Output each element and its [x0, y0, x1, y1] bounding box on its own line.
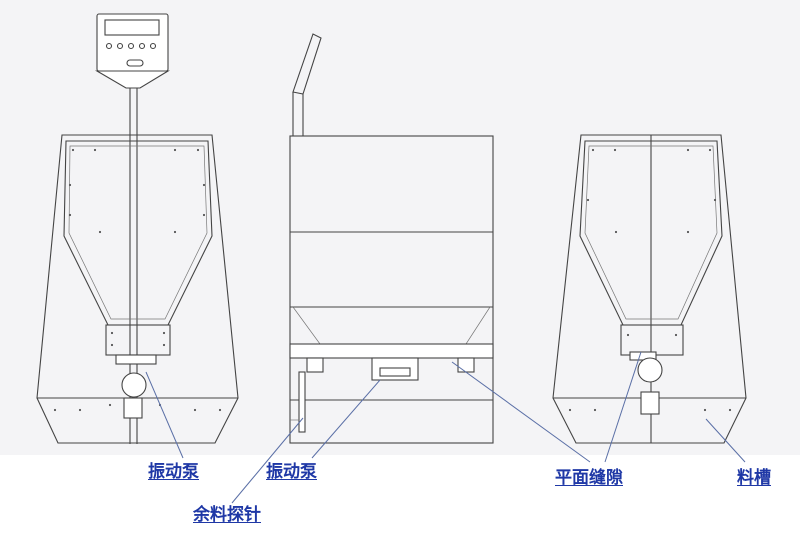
control-knob [116, 42, 124, 50]
side-plate [289, 343, 494, 359]
label-vibration-pump-left: 振动泵 [148, 462, 199, 482]
leader-lines [145, 351, 746, 504]
middle-view [289, 33, 494, 444]
label-trough: 料槽 [737, 468, 771, 488]
left-view [36, 13, 239, 444]
leader-vibration-pump-left [145, 371, 184, 459]
control-handle [126, 59, 144, 67]
control-bracket [94, 70, 170, 89]
side-pump-inner [379, 367, 411, 377]
pump-outlet [123, 397, 143, 419]
control-knob [127, 42, 135, 50]
label-residual-probe: 余料探针 [193, 505, 261, 525]
side-handle [292, 33, 322, 95]
side-hopper [292, 306, 491, 345]
control-knob [149, 42, 157, 50]
rear-outlet [640, 391, 660, 415]
hopper-outline [63, 140, 213, 326]
rear-rivets [568, 148, 732, 412]
control-display [104, 19, 160, 36]
leader-plane-gap [451, 361, 591, 463]
side-pump [371, 357, 419, 381]
side-body [289, 135, 494, 444]
right-view [552, 134, 747, 444]
control-knob [138, 42, 146, 50]
rear-pump [637, 357, 663, 383]
control-knob [105, 42, 113, 50]
pump-plate [115, 354, 157, 365]
hopper-neck [105, 324, 171, 356]
label-plane-gap: 平面缝隙 [555, 468, 623, 488]
leader-residual-probe [231, 417, 304, 504]
control-box [96, 13, 169, 72]
pump-body [121, 372, 147, 398]
label-vibration-pump-middle: 振动泵 [266, 462, 317, 482]
leader-vibration-pump-middle [311, 379, 381, 459]
side-foot [306, 357, 324, 373]
side-probe [298, 371, 306, 433]
rear-neck [620, 324, 684, 356]
leader-trough [705, 418, 746, 463]
side-foot [457, 357, 475, 373]
hopper-inner [68, 145, 208, 320]
rear-hopper-inner [584, 145, 718, 320]
leader-plane-gap-rear [604, 351, 642, 463]
